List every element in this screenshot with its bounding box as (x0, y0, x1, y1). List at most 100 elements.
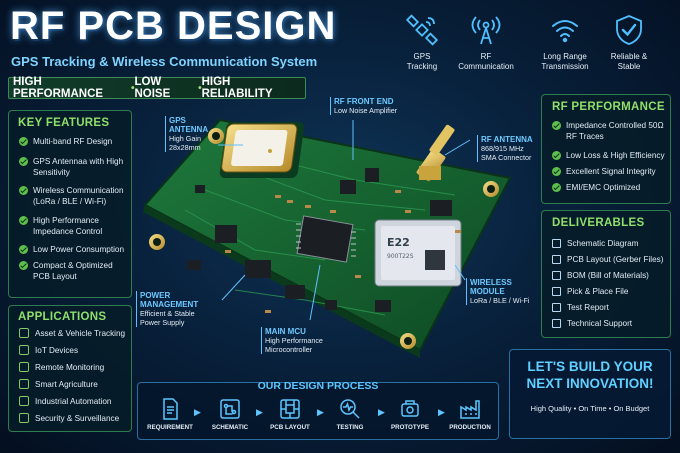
vehicle-icon (19, 328, 29, 338)
cta-panel: LET'S BUILD YOUR NEXT INNOVATION! High Q… (509, 349, 671, 439)
arrow-right-icon: ▶ (378, 407, 385, 417)
shield-check-icon (616, 15, 642, 45)
top-feature-gps: GPS Tracking (387, 14, 457, 72)
top-feature-label: Long Range Transmission (541, 52, 589, 71)
bullet-dot: • (130, 82, 135, 94)
deliverable-item: Technical Support (552, 318, 670, 334)
satellite-icon (406, 14, 438, 46)
key-feature-item: Wireless Communication (LoRa / BLE / Wi-… (19, 185, 129, 215)
iot-icon (19, 345, 29, 355)
check-icon (19, 137, 28, 146)
arrow-right-icon: ▶ (194, 407, 201, 417)
check-icon (19, 216, 28, 225)
bullet-dot: • (198, 82, 202, 94)
check-icon (552, 167, 561, 176)
deliverables-panel: DELIVERABLES Schematic Diagram PCB Layou… (541, 210, 671, 338)
application-item: Smart Agriculture (19, 379, 131, 396)
callout-rf-antenna: RF ANTENNA 868/915 MHz SMA Connector (477, 135, 537, 162)
application-item: Remote Monitoring (19, 362, 131, 379)
application-item: Industrial Automation (19, 396, 131, 413)
top-feature-label: RF Communication (458, 52, 514, 71)
application-item: Security & Surveillance (19, 413, 131, 430)
cta-line-1: LET'S BUILD YOUR (527, 359, 653, 374)
main-mcu-chip (296, 215, 356, 263)
module-sublabel: 900T22S (387, 253, 414, 260)
deliverable-item: BOM (Bill of Materials) (552, 270, 670, 286)
check-icon (552, 121, 561, 130)
document-icon (552, 271, 561, 280)
key-feature-item: High Performance Impedance Control (19, 215, 129, 244)
deliverables-title: DELIVERABLES (552, 217, 645, 229)
check-icon (19, 261, 28, 270)
document-icon (163, 398, 178, 420)
arrow-right-icon: ▶ (438, 407, 445, 417)
top-feature-rf: RF Communication (451, 14, 521, 72)
deliverable-item: Pick & Place File (552, 286, 670, 302)
document-icon (552, 239, 561, 248)
pcb-layout-icon (280, 399, 300, 419)
wireless-module: E22 900T22S (374, 219, 462, 287)
gps-patch-antenna (219, 122, 305, 178)
sma-connector (416, 124, 455, 182)
check-icon (19, 245, 28, 254)
highlight-high-performance: HIGH PERFORMANCE (13, 76, 104, 100)
highlights-bar: HIGH PERFORMANCE • LOW NOISE • HIGH RELI… (8, 76, 306, 100)
callout-power-management: POWER MANAGEMENT Efficient & Stable Powe… (136, 291, 221, 327)
monitor-icon (19, 362, 29, 372)
prototype-gear-icon (401, 400, 419, 417)
top-feature-label: Reliable & Stable (610, 52, 648, 71)
module-label: E22 (387, 236, 410, 249)
callout-rf-front-end: RF FRONT END Low Noise Amplifier (330, 97, 400, 115)
deliverable-item: PCB Layout (Gerber Files) (552, 254, 670, 270)
plant-icon (19, 379, 29, 389)
pcb-board-illustration: E22 900T22S (143, 118, 512, 358)
applications-panel: APPLICATIONS Asset & Vehicle Tracking Io… (8, 305, 132, 432)
key-feature-item: Multi-band RF Design (19, 136, 129, 156)
process-step-production: PRODUCTION (441, 397, 499, 431)
callout-gps-antenna: GPS ANTENNA High Gain 28x28mm (165, 116, 225, 152)
key-features-title: KEY FEATURES (18, 117, 110, 129)
key-feature-item: Compact & Optimized PCB Layout (19, 260, 129, 284)
deliverable-item: Test Report (552, 302, 670, 318)
factory-icon (460, 400, 480, 419)
application-item: IoT Devices (19, 345, 131, 362)
document-icon (552, 303, 561, 312)
deliverable-item: Schematic Diagram (552, 238, 670, 254)
rf-performance-panel: RF PERFORMANCE Impedance Controlled 50Ω … (541, 94, 671, 204)
wifi-signal-icon (552, 20, 578, 43)
process-step-testing: TESTING (321, 397, 379, 431)
antenna-tower-icon (471, 16, 501, 45)
design-process-title: OUR DESIGN PROCESS (257, 380, 379, 392)
mounting-holes (149, 128, 499, 349)
cta-tagline: High Quality • On Time • On Budget (530, 404, 650, 413)
process-step-prototype: PROTOTYPE (381, 397, 439, 431)
check-icon (19, 186, 28, 195)
magnifier-wave-icon (340, 399, 360, 419)
shield-icon (19, 413, 29, 423)
factory-icon (19, 396, 29, 406)
arrow-right-icon: ▶ (256, 407, 263, 417)
callout-main-mcu: MAIN MCU High Performance Microcontrolle… (261, 327, 341, 354)
key-features-panel: KEY FEATURES Multi-band RF Design GPS An… (8, 110, 132, 298)
rf-performance-item: Impedance Controlled 50Ω RF Traces (552, 120, 670, 150)
process-step-schematic: SCHEMATIC (201, 397, 259, 431)
key-feature-item: Low Power Consumption (19, 244, 129, 260)
application-item: Asset & Vehicle Tracking (19, 328, 131, 345)
passive-components (225, 190, 461, 313)
document-icon (552, 255, 561, 264)
highlight-low-noise: LOW NOISE (134, 76, 171, 100)
key-feature-item: GPS Antennaa with High Sensitivity (19, 156, 129, 185)
top-feature-label: GPS Tracking (406, 52, 438, 71)
check-icon (552, 183, 561, 192)
gear-icon (552, 319, 561, 328)
page-subtitle: GPS Tracking & Wireless Communication Sy… (11, 54, 318, 69)
callout-leaders (218, 120, 471, 321)
document-icon (552, 287, 561, 296)
check-icon (552, 151, 561, 160)
cta-line-2: NEXT INNOVATION! (526, 376, 654, 391)
applications-title: APPLICATIONS (18, 311, 107, 323)
process-step-requirement: REQUIREMENT (141, 397, 199, 431)
arrow-right-icon: ▶ (317, 407, 324, 417)
rf-performance-item: EMI/EMC Optimized (552, 182, 670, 198)
callout-wireless-module: WIRELESS MODULE LoRa / BLE / Wi-Fi (466, 278, 536, 305)
